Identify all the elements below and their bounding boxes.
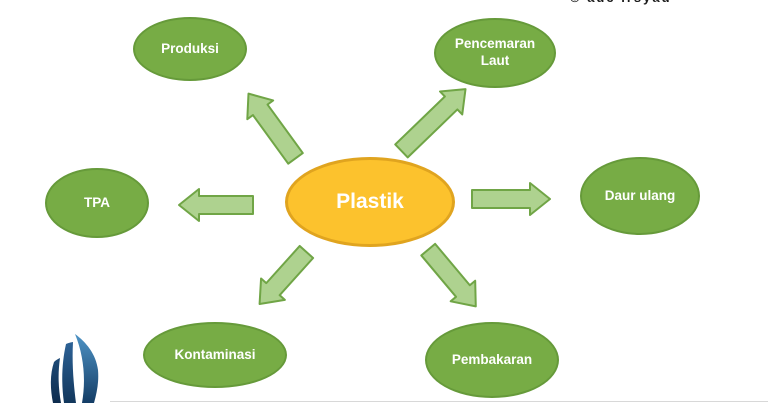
logo-blade-right xyxy=(75,334,99,403)
node-label: Pembakaran xyxy=(451,351,533,367)
center-label: Plastik xyxy=(336,189,404,213)
arrow-to-pencemaran-laut xyxy=(394,88,467,159)
node-label: Pencemaran Laut xyxy=(454,36,536,68)
logo-blade-middle xyxy=(62,342,76,403)
logo-blade-left xyxy=(50,358,61,403)
node-kontaminasi: Kontaminasi xyxy=(143,322,287,388)
node-label: Kontaminasi xyxy=(174,346,256,362)
node-daur-ulang: Daur ulang xyxy=(580,157,700,235)
node-produksi: Produksi xyxy=(133,17,247,81)
arrow-to-tpa xyxy=(178,188,254,222)
footer-divider-line xyxy=(110,401,768,402)
node-tpa: TPA xyxy=(45,168,149,238)
node-label: TPA xyxy=(84,194,110,210)
node-pembakaran: Pembakaran xyxy=(425,322,559,398)
node-label: Produksi xyxy=(161,40,219,56)
arrow-to-kontaminasi xyxy=(258,244,315,306)
arrow-to-pembakaran xyxy=(420,242,477,308)
node-pencemaran-laut: Pencemaran Laut xyxy=(434,18,556,88)
node-label: Daur ulang xyxy=(604,187,676,203)
watermark-fragment: © ade irsyad xyxy=(570,0,700,6)
arrow-to-daur-ulang xyxy=(471,182,551,216)
blue-flame-logo xyxy=(50,334,99,403)
arrow-to-produksi xyxy=(246,92,304,165)
watermark-text: © ade irsyad xyxy=(570,0,700,5)
node-plastik-center: Plastik xyxy=(285,157,455,247)
